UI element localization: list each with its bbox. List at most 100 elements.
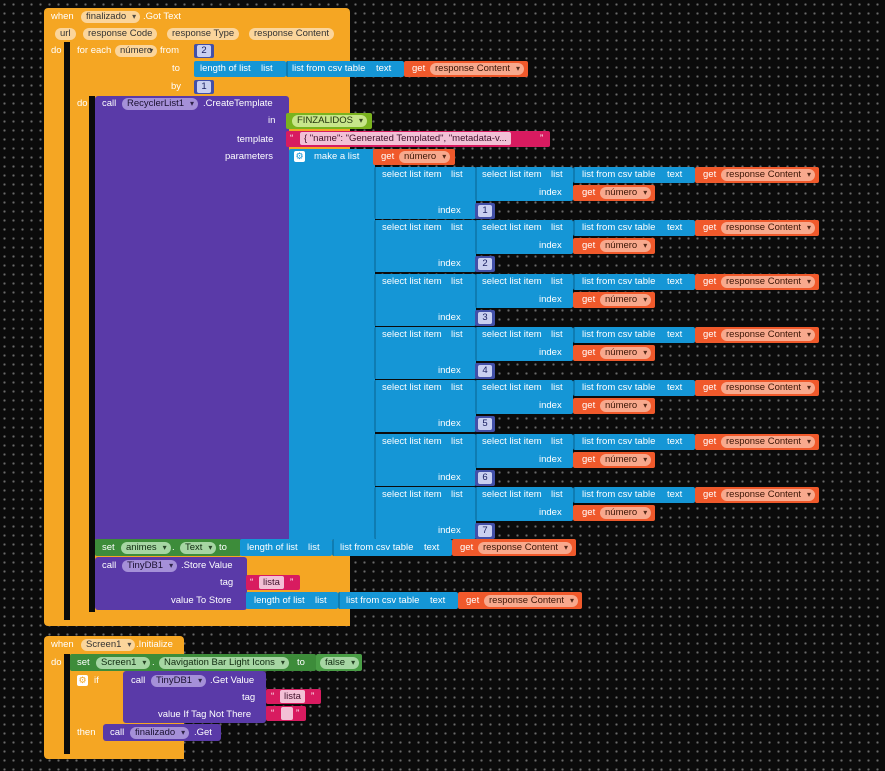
param-response-content[interactable]: response Content [249,28,334,40]
list-from-csv-block[interactable] [573,487,695,503]
length-of-list-block-2[interactable] [240,539,332,556]
select-list-item-outer[interactable] [374,167,476,219]
text-property-dropdown[interactable]: Text [180,542,217,554]
param-response-code[interactable]: response Code [83,28,158,40]
response-content-dropdown[interactable]: response Content [721,489,815,501]
list-from-csv-block[interactable] [573,327,695,343]
empty-text-value[interactable] [281,707,293,720]
list-from-csv-label: list from csv table [582,489,656,500]
numero-dropdown[interactable]: número [600,187,652,199]
index-value[interactable]: 1 [478,205,492,217]
select-list-item-outer[interactable] [374,380,476,432]
create-template-method: .CreateTemplate [203,98,273,109]
list-from-csv-block-3[interactable] [338,592,458,609]
finzalidos-dropdown[interactable]: FINZALIDOS [292,115,367,127]
index-value[interactable]: 7 [478,525,492,537]
screen1-set-dropdown[interactable]: Screen1 [96,657,151,669]
list-label: list [308,542,320,553]
numero-dropdown[interactable]: número [399,151,451,163]
index-value[interactable]: 3 [478,312,492,324]
list-label: list [451,276,463,287]
response-content-dropdown[interactable]: response Content [721,222,815,234]
when-label: when [51,639,74,650]
select-list-item-outer[interactable] [374,274,476,326]
list-from-csv-label: list from csv table [582,436,656,447]
response-content-dropdown[interactable]: response Content [721,329,815,341]
template-text-value[interactable]: { "name": "Generated Templated", "metada… [300,132,511,145]
finalizado-call-dropdown[interactable]: finalizado [130,727,190,739]
if-mutator-gear-icon[interactable]: ⚙ [77,675,88,686]
tinydb-component-dropdown[interactable]: TinyDB1 [122,560,178,572]
length-of-list-label: length of list [254,595,305,606]
length-of-list-block-3[interactable] [246,592,338,609]
select-list-item-label: select list item [382,276,442,287]
numero-dropdown[interactable]: número [600,347,652,359]
response-content-dropdown-2[interactable]: response Content [478,542,572,554]
get-label: get [703,169,717,180]
component-dropdown-finalizado[interactable]: finalizado [81,11,141,23]
list-from-csv-block[interactable] [573,380,695,396]
list-label: list [451,222,463,233]
from-value[interactable]: 2 [197,45,211,57]
select-list-item-inner[interactable] [475,487,573,521]
animes-component-dropdown[interactable]: animes [121,542,171,554]
response-content-dropdown[interactable]: response Content [721,276,815,288]
list-from-csv-block[interactable] [573,167,695,183]
list-from-csv-block[interactable] [573,220,695,236]
select-list-item-inner[interactable] [475,434,573,468]
recyclerlist-component-dropdown[interactable]: RecyclerList1 [122,98,199,110]
list-from-csv-block-2[interactable] [332,539,452,556]
length-of-list-block[interactable] [194,61,286,77]
select-list-item-outer[interactable] [374,220,476,272]
get-label: get [582,507,596,518]
param-response-type[interactable]: response Type [167,28,240,40]
numero-dropdown[interactable]: número [600,240,652,252]
numero-dropdown[interactable]: número [600,507,652,519]
list-from-csv-block[interactable] [286,61,404,77]
response-content-dropdown[interactable]: response Content [721,436,815,448]
select-list-item-inner[interactable] [475,327,573,361]
event-name: .Got Text [143,11,181,22]
text-label: text [667,276,683,287]
index-value[interactable]: 5 [478,418,492,430]
mutator-gear-icon[interactable]: ⚙ [294,151,305,162]
tag-value[interactable]: lista [259,576,284,589]
response-content-dropdown-3[interactable]: response Content [484,595,578,607]
list-from-csv-block[interactable] [573,274,695,290]
numero-dropdown[interactable]: número [600,400,652,412]
get-label: get [381,151,395,162]
param-url[interactable]: url [55,28,76,40]
make-a-list-block[interactable] [289,149,375,540]
for-each-variable[interactable]: número [115,45,158,57]
select-list-item-outer[interactable] [374,327,476,379]
create-template-block[interactable] [95,96,289,542]
do-label: do [51,657,62,668]
false-dropdown[interactable]: false [320,657,360,669]
length-of-list-label: length of list [200,63,251,74]
index-value[interactable]: 4 [478,365,492,377]
list-label: list [451,489,463,500]
index-value[interactable]: 6 [478,472,492,484]
to-label: to [172,63,180,74]
text-label: text [667,489,683,500]
list-from-csv-block[interactable] [573,434,695,450]
select-list-item-outer[interactable] [374,434,476,486]
get-variable-dropdown[interactable]: response Content [430,63,524,75]
response-content-dropdown[interactable]: response Content [721,382,815,394]
response-content-dropdown[interactable]: response Content [721,169,815,181]
index-value[interactable]: 2 [478,258,492,270]
by-value[interactable]: 1 [197,81,211,93]
select-list-item-inner[interactable] [475,220,573,254]
select-list-item-inner[interactable] [475,274,573,308]
get-tag-value[interactable]: lista [280,690,305,703]
select-list-item-outer[interactable] [374,487,476,539]
numero-dropdown[interactable]: número [600,454,652,466]
numero-dropdown[interactable]: número [600,294,652,306]
select-list-item-inner[interactable] [475,380,573,414]
navigation-bar-property-dropdown[interactable]: Navigation Bar Light Icons [159,657,289,669]
store-value-method: .Store Value [181,560,233,571]
to-label: to [219,542,227,553]
screen1-component-dropdown[interactable]: Screen1 [81,639,136,651]
tinydb-get-component-dropdown[interactable]: TinyDB1 [151,675,207,687]
select-list-item-inner[interactable] [475,167,573,201]
